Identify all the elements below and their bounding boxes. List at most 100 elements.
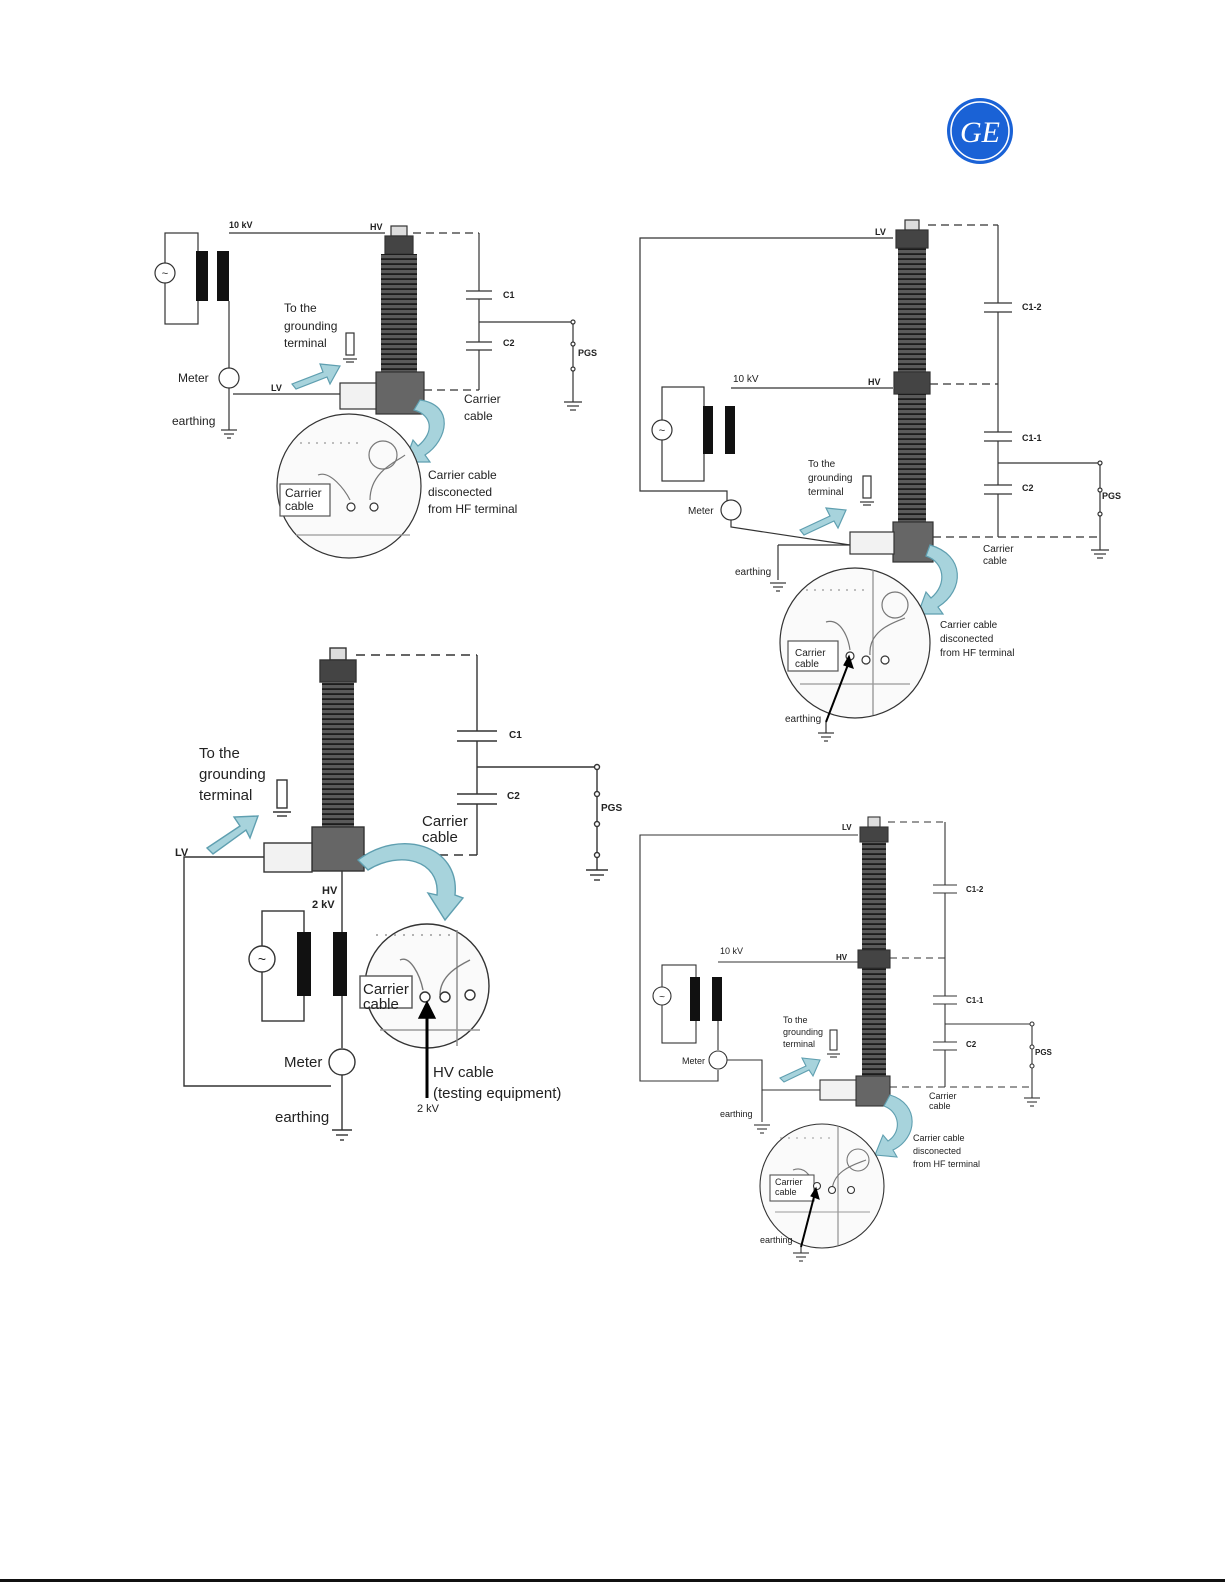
d2-hv-label: HV [868,377,881,387]
d1-c2-label: C2 [503,338,515,348]
insulator [381,254,417,372]
terminal-icon [827,1185,837,1195]
terminal-icon [439,991,451,1003]
d1-hv-label: HV [370,222,383,232]
terminal-inset [276,413,422,559]
top-head [895,229,929,249]
footer-rule [0,1579,1225,1582]
d3-meter-label: Meter [284,1054,322,1071]
d1-carrier-label-1: Carrier [464,392,501,406]
d3-carrier-label-1: Carrier [422,813,468,830]
terminal-icon-2 [464,989,476,1001]
grounding-terminal-icon [343,332,357,363]
d3-hv-cable-1: HV cable [433,1064,494,1081]
d2-c2-label: C2 [1022,483,1034,493]
d4-earthing-label: earthing [720,1109,753,1119]
ac-source-icon [248,945,276,973]
terminal-icon-2 [880,655,890,665]
top-head [384,235,414,255]
grounding-terminal-icon [273,779,291,817]
d3-earthing-label: earthing [275,1109,329,1126]
d2-grounding-label-1: To the [808,459,836,470]
d2-carrier-label-1: Carrier [983,544,1014,555]
svg-text:~: ~ [258,951,266,967]
svg-text:~: ~ [659,992,665,1003]
d2-carrier-label-2: cable [983,556,1007,567]
lv-terminal [867,816,881,828]
lv-loop [639,834,858,1082]
top-head [859,826,889,843]
d4-c12-label: C1-2 [966,885,984,894]
pgs-earth-icon [1091,549,1109,559]
d4-carrier-label-2: cable [929,1101,951,1111]
inset-earth-icon [793,1252,809,1262]
transformer-icon [703,406,735,454]
d4-grounding-label-3: terminal [783,1039,815,1049]
middle-flange [857,949,891,969]
d3-hv-voltage-label: 2 kV [312,899,335,911]
d1-pgs-label: PGS [578,348,597,358]
d3-inset-carrier-2: cable [363,996,399,1013]
d4-disconnected-1: Carrier cable [913,1133,965,1143]
upper-insulator [898,248,926,372]
pointer-arrow-icon [779,1057,821,1083]
d1-disconnected-1: Carrier cable [428,468,497,482]
logo-disc [947,98,1013,164]
insulator [322,682,354,827]
pgs-earth-icon [564,401,582,411]
terminal-inset [759,1123,885,1249]
d2-lv-label: LV [875,227,886,237]
top-head [319,659,357,683]
d1-earthing-label: earthing [172,414,215,428]
d4-grounding-label-1: To the [783,1015,808,1025]
d2-earthing-label: earthing [735,567,771,578]
transformer-icon [196,251,229,301]
d4-inset-carrier-1: Carrier [775,1177,803,1187]
pointer-arrow-icon [291,363,341,390]
pointer-arrow-icon [799,507,847,536]
diagram-4-labels: LV HV 10 kV C1-2 C1-1 C2 PGS Meter earth… [682,823,1053,1245]
earth-icon [332,1129,352,1141]
d4-meter-label: Meter [682,1056,705,1066]
base-tank [311,826,365,872]
earthing-arrow-icon [800,1192,816,1248]
hf-terminal-icon [812,1181,822,1191]
d1-grounding-label-2: grounding [284,319,337,333]
terminal-icon-2 [846,1185,856,1195]
hf-terminal-icon [419,991,431,1003]
terminal-icon [861,655,871,665]
d2-pgs-label: PGS [1102,491,1121,501]
d4-inset-earthing-label: earthing [760,1235,793,1245]
d4-hv-label: HV [836,953,848,962]
d1-grounding-label-1: To the [284,301,317,315]
d1-voltage-label: 10 kV [229,220,253,230]
d2-c12-label: C1-2 [1022,302,1042,312]
terminal-inset [779,567,931,719]
d3-hv-cable-2: (testing equipment) [433,1085,561,1102]
hv-terminal [390,225,408,237]
pgs-earth-icon [586,869,608,881]
hf-terminal-icon [346,502,356,512]
grounding-terminal-icon [827,1029,840,1058]
d1-inset-carrier-2: cable [285,499,314,513]
d3-inset-carrier-1: Carrier [363,981,409,998]
ac-source-icon [652,986,672,1006]
d3-grounding-label-1: To the [199,745,240,762]
d1-disconnected-2: disconected [428,485,492,499]
ge-logo: GE [947,98,1013,164]
d3-c2-label: C2 [507,791,520,802]
d3-grounding-label-2: grounding [199,766,266,783]
d2-inset-earthing-label: earthing [785,714,821,725]
d4-lv-label: LV [842,823,852,832]
meter-icon [720,499,742,521]
lower-insulator [898,394,926,522]
lv-box [263,842,313,873]
earth-icon [770,582,786,592]
diagram-4: ~ [639,816,1040,1262]
d2-grounding-label-2: grounding [808,473,852,484]
d1-carrier-label-2: cable [464,409,493,423]
d2-voltage-label: 10 kV [733,374,759,385]
d3-c1-label: C1 [509,730,522,741]
curved-arrow-icon [917,544,958,615]
d4-c11-label: C1-1 [966,996,984,1005]
